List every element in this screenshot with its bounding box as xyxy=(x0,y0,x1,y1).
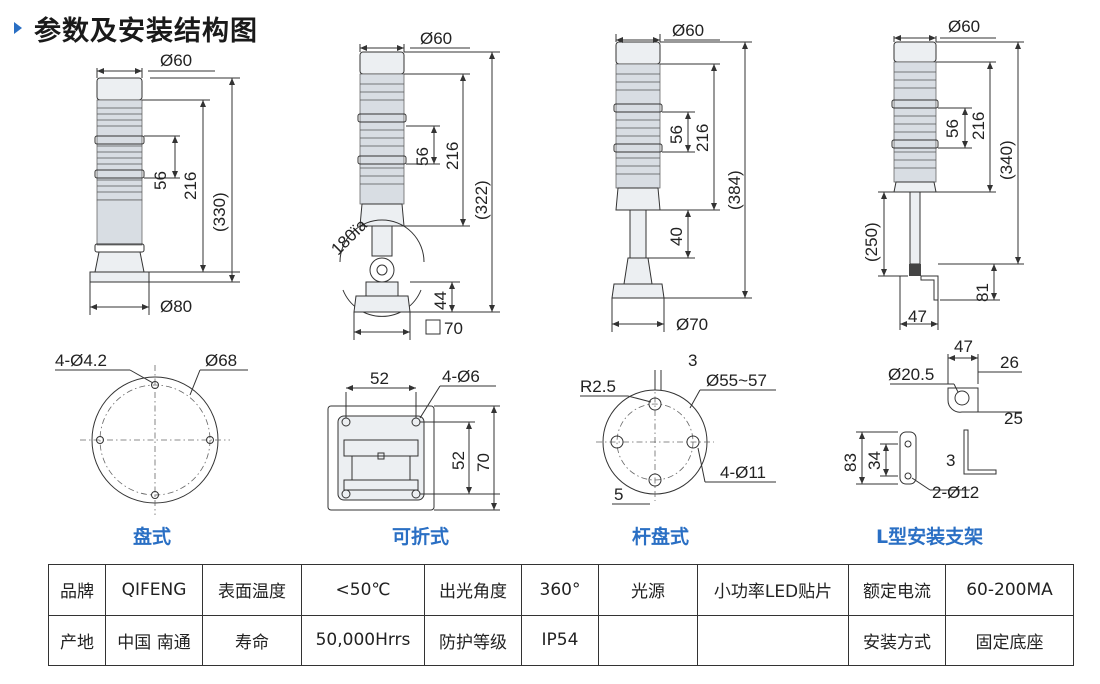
figure-pole-elevation xyxy=(611,34,752,332)
figure-lbracket-plan xyxy=(856,354,1022,491)
pole-tier: 56 xyxy=(667,125,686,144)
lbracket-height: 216 xyxy=(969,112,988,140)
spec-cell: 表面温度 xyxy=(202,564,302,616)
spec-cell: 光源 xyxy=(598,564,698,616)
lbracket-plan-w25: 25 xyxy=(1004,409,1023,428)
figure-foldable-plan xyxy=(327,385,500,511)
lbracket-top-dia: Ø60 xyxy=(948,17,980,36)
pole-height: 216 xyxy=(693,124,712,152)
lbracket-width: 47 xyxy=(908,307,927,326)
pole-plan-radius: R2.5 xyxy=(580,377,616,396)
foldable-plan-span: 52 xyxy=(370,369,389,388)
title-row: 参数及安装结构图 xyxy=(14,8,258,48)
figure-lbracket-elevation xyxy=(878,35,1024,330)
disc-plan-pcd: Ø68 xyxy=(205,351,237,370)
lbracket-plan-h34: 34 xyxy=(865,451,884,470)
lbracket-plan-h83: 83 xyxy=(841,453,860,472)
pole-total: (384) xyxy=(725,170,744,210)
spec-cell: 额定电流 xyxy=(848,564,946,616)
spec-cell: 中国 南通 xyxy=(105,614,203,666)
spec-row: 品牌 QIFENG 表面温度 <50℃ 出光角度 360° 光源 小功率LED贴… xyxy=(48,564,1074,616)
foldable-base-h: 44 xyxy=(431,291,450,310)
spec-cell: 固定底座 xyxy=(945,614,1074,666)
pole-plan-five: 5 xyxy=(614,485,623,504)
spec-cell: 防护等级 xyxy=(424,614,522,666)
lbracket-plan-w26: 26 xyxy=(1000,353,1019,372)
spec-cell: 360° xyxy=(521,564,599,616)
pole-top-dia: Ø60 xyxy=(672,21,704,40)
caption-disc: 盘式 xyxy=(133,525,171,548)
page-title: 参数及安装结构图 xyxy=(34,15,258,47)
pole-base-dia: Ø70 xyxy=(676,315,708,334)
spec-cell: 50,000Hrrs xyxy=(301,614,425,666)
disc-height: 216 xyxy=(181,172,200,200)
disc-tier: 56 xyxy=(151,171,170,190)
lbracket-foot: 81 xyxy=(973,283,992,302)
structure-drawing: Ø60 56 216 (330) Ø80 4-Ø4.2 Ø68 盘式 xyxy=(55,17,1024,548)
foldable-plan-side: 70 xyxy=(474,453,493,472)
disc-plan-holes: 4-Ø4.2 xyxy=(55,351,107,370)
spec-cell: 寿命 xyxy=(202,614,302,666)
foldable-top-dia: Ø60 xyxy=(420,29,452,48)
foldable-plan-holes: 4-Ø6 xyxy=(442,367,480,386)
foldable-total: (322) xyxy=(472,180,491,220)
pole-plan-pcd: Ø55~57 xyxy=(706,371,767,390)
lbracket-plan-width: 47 xyxy=(954,337,973,356)
caption-pole: 杆盘式 xyxy=(632,525,689,548)
spec-cell: 品牌 xyxy=(48,564,106,616)
foldable-base-sq: 70 xyxy=(444,319,463,338)
spec-cell: QIFENG xyxy=(105,564,203,616)
disc-base-dia: Ø80 xyxy=(160,297,192,316)
pole-plan-holes: 4-Ø11 xyxy=(720,463,766,482)
lbracket-plan-holes2: 2-Ø12 xyxy=(932,483,979,502)
lbracket-plan-hole: Ø20.5 xyxy=(888,365,934,384)
foldable-tier: 56 xyxy=(413,147,432,166)
spec-table: 品牌 QIFENG 表面温度 <50℃ 出光角度 360° 光源 小功率LED贴… xyxy=(48,564,1074,666)
foldable-plan-span-v: 52 xyxy=(449,451,468,470)
spec-cell: IP54 xyxy=(521,614,599,666)
lbracket-plan-t3: 3 xyxy=(946,451,955,470)
pole-length: 40 xyxy=(667,227,686,246)
figure-foldable-elevation xyxy=(339,44,500,340)
disc-total: (330) xyxy=(210,192,229,232)
spec-row: 产地 中国 南通 寿命 50,000Hrrs 防护等级 IP54 安装方式 固定… xyxy=(48,614,1074,666)
caption-foldable: 可折式 xyxy=(392,525,449,548)
disc-top-dia: Ø60 xyxy=(160,51,192,70)
spec-cell: 产地 xyxy=(48,614,106,666)
foldable-height: 216 xyxy=(443,142,462,170)
figure-pole-plan xyxy=(580,370,776,505)
figure-disc-elevation xyxy=(89,68,240,315)
lbracket-total: (340) xyxy=(997,140,1016,180)
figure-disc-plan xyxy=(55,365,248,515)
spec-cell: 小功率LED贴片 xyxy=(697,564,849,616)
pole-plan-three: 3 xyxy=(688,351,697,370)
spec-cell: 出光角度 xyxy=(424,564,522,616)
spec-cell: <50℃ xyxy=(301,564,425,616)
lbracket-pole: (250) xyxy=(862,222,881,262)
caption-lbracket: L型安装支架 xyxy=(876,525,983,548)
title-triangle-icon xyxy=(14,22,22,34)
spec-cell xyxy=(697,614,849,666)
spec-cell: 60-200MA xyxy=(945,564,1074,616)
spec-cell xyxy=(598,614,698,666)
spec-cell: 安装方式 xyxy=(848,614,946,666)
lbracket-tier: 56 xyxy=(943,119,962,138)
